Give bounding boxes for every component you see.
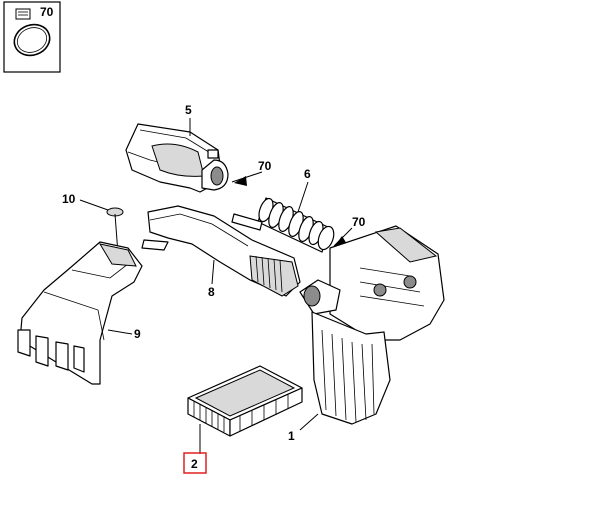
part-6-corrugated-hose[interactable]: 6 xyxy=(256,167,336,253)
hose-clamp-icon xyxy=(13,8,51,57)
hose-ribs xyxy=(258,197,335,251)
label-part-1: 1 xyxy=(288,429,295,443)
part-2-filter-element[interactable]: 2 xyxy=(183,365,303,474)
duct-ribs xyxy=(255,255,283,293)
part-1-filter-housing[interactable]: 1 xyxy=(288,225,445,443)
label-part-2: 2 xyxy=(191,457,198,471)
label-part-10: 10 xyxy=(62,192,76,206)
label-part-9: 9 xyxy=(134,327,141,341)
filter-pleats xyxy=(193,394,289,432)
label-part-8: 8 xyxy=(208,285,215,299)
callout-70-upper[interactable]: 70 xyxy=(231,159,272,186)
part-8-intake-duct[interactable]: 8 xyxy=(141,205,301,299)
label-clamp-inset: 70 xyxy=(40,5,54,19)
label-part-6: 6 xyxy=(304,167,311,181)
part-2-highlight-box xyxy=(183,452,207,474)
part-5-intake-scoop[interactable]: 5 xyxy=(125,103,229,193)
part-10-fastener[interactable]: 10 xyxy=(62,192,124,255)
label-part-70-upper: 70 xyxy=(258,159,272,173)
housing-ribs xyxy=(321,267,425,423)
label-part-5: 5 xyxy=(185,103,192,117)
label-part-70-lower: 70 xyxy=(352,215,366,229)
part-9-air-guide[interactable]: 9 xyxy=(17,241,143,385)
clamp-inset[interactable]: 70 xyxy=(3,1,61,73)
